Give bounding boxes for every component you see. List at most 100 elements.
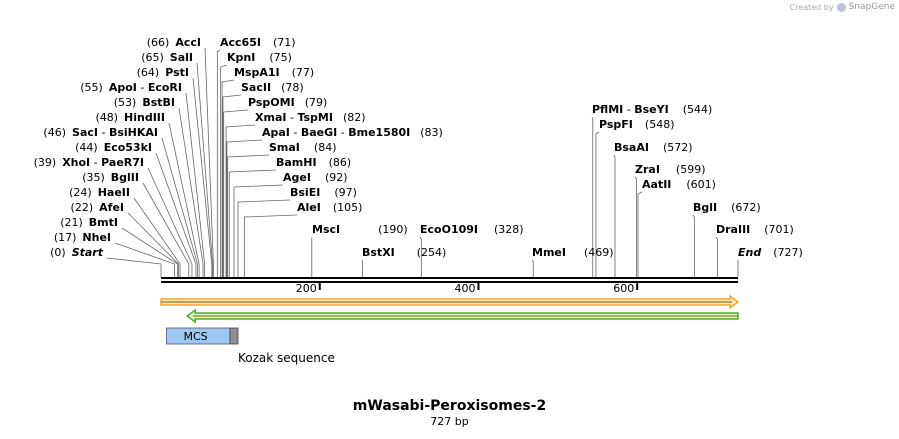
site-connector-mmei [531, 259, 534, 277]
site-label-part: (572) [663, 141, 693, 154]
site-label-saci: (46)SacI - BsiHKAI [43, 126, 158, 139]
site-label-part: (190) [378, 223, 408, 236]
site-label-part: (17) [54, 231, 77, 244]
site-label-part: (328) [494, 223, 524, 236]
site-connector-mspa1i [221, 79, 235, 277]
ruler-tick-label: 200 [296, 282, 317, 295]
site-label-part: PstI [165, 66, 189, 79]
site-label-part: PspOMI [248, 96, 295, 109]
site-label-part: ApoI [109, 81, 137, 94]
map-title: mWasabi-Peroxisomes-2 [352, 398, 547, 414]
site-label-part: (44) [75, 141, 98, 154]
site-label-sali: (65)SalI [141, 51, 193, 64]
site-connector-bstbi [178, 107, 204, 277]
site-label-part: (254) [417, 246, 447, 259]
site-connector-ecoo109i [419, 236, 422, 277]
site-label-part: BamHI [276, 156, 317, 169]
site-label-part: BstXI [362, 246, 395, 259]
kozak-feature [229, 327, 239, 345]
mcs-label: MCS [183, 330, 207, 343]
site-label-part: DraIII [716, 223, 750, 236]
site-label-end: End(727) [738, 246, 803, 259]
site-label-part: - [337, 126, 348, 139]
site-connector-pflmi [591, 116, 594, 277]
site-connector-hindiii [168, 122, 200, 277]
site-label-xhoi: (39) XhoI - PaeR7I [34, 156, 144, 169]
site-label-part: (82) [343, 111, 366, 124]
site-connector-pspfi [595, 131, 600, 277]
site-label-part: XhoI [62, 156, 90, 169]
site-connector-agei [233, 184, 284, 277]
site-label-apoi: (55)ApoI - EcoRI [80, 81, 182, 94]
site-label-bstxi: BstXI (254) [362, 246, 446, 259]
site-connector-bmti [121, 227, 179, 277]
site-label-part: (601) [686, 178, 716, 191]
site-label-haeii: (24)HaeII [69, 186, 130, 199]
site-connector-bgli [692, 214, 695, 277]
site-label-mspa1i: MspA1I(77) [234, 66, 314, 79]
site-label-part: KpnI [227, 51, 255, 64]
site-label-part: ApaI [262, 126, 290, 139]
site-label-pspomi: PspOMI(79) [248, 96, 327, 109]
site-label-bamhi: BamHI (86) [276, 156, 351, 169]
site-connector-haeii [133, 197, 181, 277]
site-label-part: (65) [141, 51, 164, 64]
site-connector-afei [127, 212, 179, 277]
site-label-hindiii: (48)HindIII [95, 111, 165, 124]
site-label-part: NheI [82, 231, 111, 244]
site-label-part: (727) [773, 246, 803, 259]
site-label-afei: (22)AfeI [71, 201, 124, 214]
site-label-part: BmtI [89, 216, 118, 229]
site-label-agei: AgeI (92) [283, 171, 348, 184]
site-label-part: BseYI [634, 103, 668, 116]
site-label-part: PflMI [592, 103, 623, 116]
site-label-part: (66) [147, 36, 170, 49]
site-label-psti: (64)PstI [137, 66, 189, 79]
site-connector-nhei [114, 242, 175, 277]
site-connector-saci [161, 137, 198, 277]
snapgene-logo-icon [836, 2, 846, 12]
site-label-part: (701) [764, 223, 794, 236]
site-label-part: (544) [683, 103, 713, 116]
site-label-part: BglII [111, 171, 139, 184]
site-label-xmai: XmaI - TspMI(82) [255, 111, 366, 124]
site-label-bsaai: BsaAI (572) [614, 141, 693, 154]
site-label-part: (105) [333, 201, 363, 214]
site-label-part: (86) [329, 156, 352, 169]
credit-prefix: Created by [789, 2, 834, 12]
site-label-part: PaeR7I [101, 156, 144, 169]
site-label-part: BsiHKAI [109, 126, 158, 139]
site-label-part: (39) [34, 156, 57, 169]
site-label-part: EcoO109I [420, 223, 478, 236]
site-label-part: BsaAI [614, 141, 649, 154]
site-label-part: (35) [82, 171, 105, 184]
site-label-part: (71) [273, 36, 296, 49]
site-label-bgli: BglI(672) [693, 201, 761, 214]
site-label-apai: ApaI - BaeGI - Bme1580I(83) [262, 126, 443, 139]
credit-brand: SnapGene [848, 2, 895, 12]
site-label-mmei: MmeI(469) [532, 246, 614, 259]
site-connector-eco53ki [155, 152, 197, 277]
site-label-part: - [137, 81, 148, 94]
site-label-part: PspFI [599, 118, 633, 131]
site-label-smai: SmaI (84) [269, 141, 337, 154]
site-connector-acci [204, 47, 214, 277]
site-connector-apoi [185, 92, 206, 277]
site-label-part: - [90, 156, 101, 169]
site-label-ecoo109i: EcoO109I (328) [420, 223, 524, 236]
site-connector-bsiei [237, 199, 291, 277]
site-connector-bsaai [613, 154, 616, 277]
site-label-part: HindIII [124, 111, 165, 124]
sequence-backbone [161, 277, 738, 283]
site-label-bsiei: BsiEI(97) [290, 186, 357, 199]
site-label-part: (21) [60, 216, 83, 229]
site-label-sacii: SacII(78) [241, 81, 304, 94]
site-label-part: XmaI [255, 111, 286, 124]
site-label-part: AgeI [283, 171, 311, 184]
site-label-part: (92) [325, 171, 348, 184]
site-label-part: AatII [642, 178, 671, 191]
site-label-part: (84) [314, 141, 337, 154]
site-label-part: (78) [281, 81, 304, 94]
site-label-part: SmaI [269, 141, 300, 154]
